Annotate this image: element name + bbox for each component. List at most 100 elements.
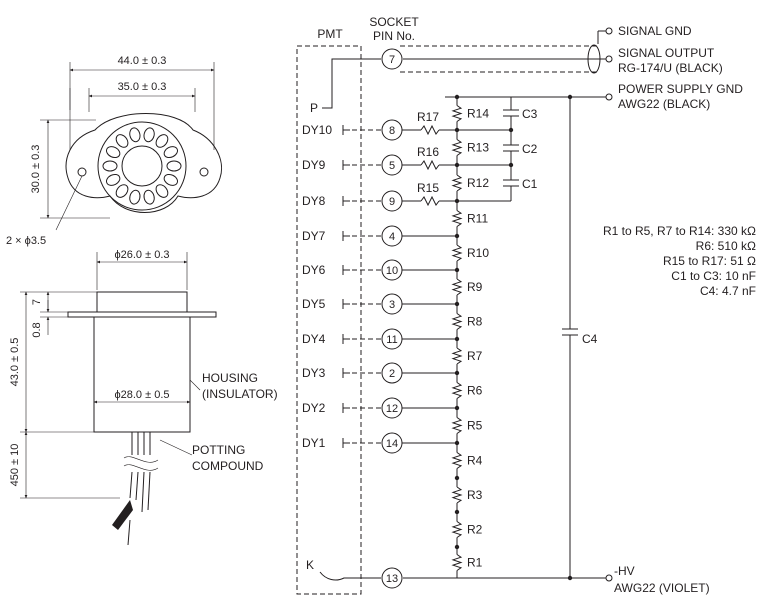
dynode-label: DY3	[302, 366, 326, 380]
socket-pin	[381, 328, 403, 350]
value-line: R6: 510 kΩ	[696, 239, 756, 253]
housing-body	[93, 317, 191, 433]
socket-outer-ring	[97, 121, 187, 211]
side-view: ϕ26.0 ± 0.3 7 0.8 43.0 ± 0.5 450 ± 10 ϕ2…	[9, 249, 278, 546]
socket-pin	[381, 154, 403, 176]
socket-pin-slot	[163, 173, 179, 186]
schematic: PMT SOCKET PIN No. SIGNAL GND SIGNAL OUT…	[296, 15, 756, 595]
component-values: R1 to R5, R7 to R14: 330 kΩ R6: 510 kΩ R…	[603, 224, 756, 298]
pmt-box	[296, 45, 362, 595]
pin-number: 14	[386, 438, 398, 450]
socket-top-cap	[96, 291, 188, 313]
series-resistor-label: R15	[417, 181, 439, 195]
socket-pin-slot	[102, 160, 118, 172]
dynode-label: DY7	[302, 229, 326, 243]
pin-number: 3	[389, 299, 395, 311]
dynode-label: DY1	[302, 436, 326, 450]
socket-pin-slot	[143, 127, 155, 143]
resistor-label: R8	[467, 315, 483, 329]
resistor-label: R10	[467, 246, 489, 260]
c4-label: C4	[582, 332, 598, 346]
socket-pin	[381, 259, 403, 281]
value-line: C4: 4.7 nF	[700, 284, 756, 298]
pin-number: 11	[386, 334, 397, 346]
dim-height: 30.0 ± 0.3	[30, 145, 42, 194]
pin-number: 10	[386, 265, 398, 277]
socket-pin-slot	[129, 127, 141, 143]
dynode-label: DY6	[302, 263, 326, 277]
dynode-label: DY9	[302, 158, 326, 172]
resistor-label: R14	[467, 107, 489, 121]
value-line: C1 to C3: 10 nF	[671, 269, 756, 283]
socket-pin-slot	[166, 160, 182, 172]
resistor-label: R6	[467, 384, 483, 398]
resistor-r12	[451, 174, 463, 192]
resistor-label: R13	[467, 141, 489, 155]
resistor-r9	[451, 278, 463, 296]
socket-pin	[381, 225, 403, 247]
resistor-label: R5	[467, 419, 483, 433]
socket-pin	[381, 432, 403, 454]
socket-pin	[381, 293, 403, 315]
cable-leads	[112, 432, 159, 546]
header-socket-2: PIN No.	[373, 29, 415, 43]
cap-c1-label: C1	[522, 177, 538, 191]
socket-base-outline	[65, 113, 222, 213]
anode-label: P	[310, 101, 318, 115]
socket-pin	[381, 397, 403, 419]
dim-7: 7	[31, 299, 43, 305]
power-gnd-label-1: POWER SUPPLY GND	[618, 82, 743, 96]
socket-pin-slot	[143, 189, 155, 205]
value-line: R1 to R5, R7 to R14: 330 kΩ	[603, 224, 756, 238]
resistor-label: R9	[467, 280, 483, 294]
dim-body-diameter: ϕ28.0 ± 0.5	[114, 389, 169, 401]
resistor-r7	[451, 347, 463, 365]
value-line: R15 to R17: 51 Ω	[663, 254, 756, 268]
signal-output-label-1: SIGNAL OUTPUT	[618, 46, 715, 60]
resistor-r11	[451, 210, 463, 227]
header-pmt: PMT	[317, 27, 343, 41]
socket-pin-slot	[115, 134, 129, 148]
potting-label-2: COMPOUND	[192, 459, 264, 473]
resistor-r8	[451, 313, 463, 330]
socket-pin-cathode	[381, 567, 403, 589]
resistor-label: R4	[467, 454, 483, 468]
socket-pin	[381, 362, 403, 384]
pin-number: 7	[389, 54, 395, 66]
dim-top-diameter: ϕ26.0 ± 0.3	[114, 249, 169, 261]
series-resistor	[420, 159, 440, 171]
series-resistor	[420, 195, 440, 207]
series-resistor	[420, 124, 440, 136]
bypass-capacitors: C3 C2 C1	[457, 96, 538, 202]
resistor-r2	[451, 521, 463, 538]
pin-number: 13	[386, 573, 398, 585]
resistor-r3	[451, 486, 463, 504]
dim-43: 43.0 ± 0.5	[9, 338, 21, 387]
dim-width-outer: 44.0 ± 0.3	[118, 55, 167, 67]
dynode-label: DY4	[302, 332, 326, 346]
pin-number: 2	[389, 368, 395, 380]
housing-label-1: HOUSING	[202, 371, 258, 385]
socket-pin	[381, 190, 403, 212]
potting-label-1: POTTING	[192, 443, 245, 457]
resistor-label: R2	[467, 523, 483, 537]
socket-pin-slot	[163, 146, 179, 159]
resistor-r13	[451, 139, 463, 156]
hv-label-2: AWG22 (VIOLET)	[614, 581, 710, 595]
housing-label-2: (INSULATOR)	[202, 387, 278, 401]
dynode-label: DY10	[302, 123, 332, 137]
resistor-label: R12	[467, 176, 489, 190]
pin-number: 5	[389, 160, 395, 172]
pin-number: 4	[389, 231, 395, 243]
resistor-label: R11	[467, 212, 488, 226]
signal-output-label-2: RG-174/U (BLACK)	[618, 61, 723, 75]
resistor-label: R3	[467, 488, 483, 502]
socket-pin-slot	[129, 189, 141, 205]
pin-number: 12	[386, 403, 398, 415]
series-resistor-label: R17	[417, 110, 439, 124]
resistor-r14	[451, 105, 463, 122]
top-view: 44.0 ± 0.3 35.0 ± 0.3 30.0 ± 0.3 2 × ϕ3.…	[6, 55, 222, 247]
